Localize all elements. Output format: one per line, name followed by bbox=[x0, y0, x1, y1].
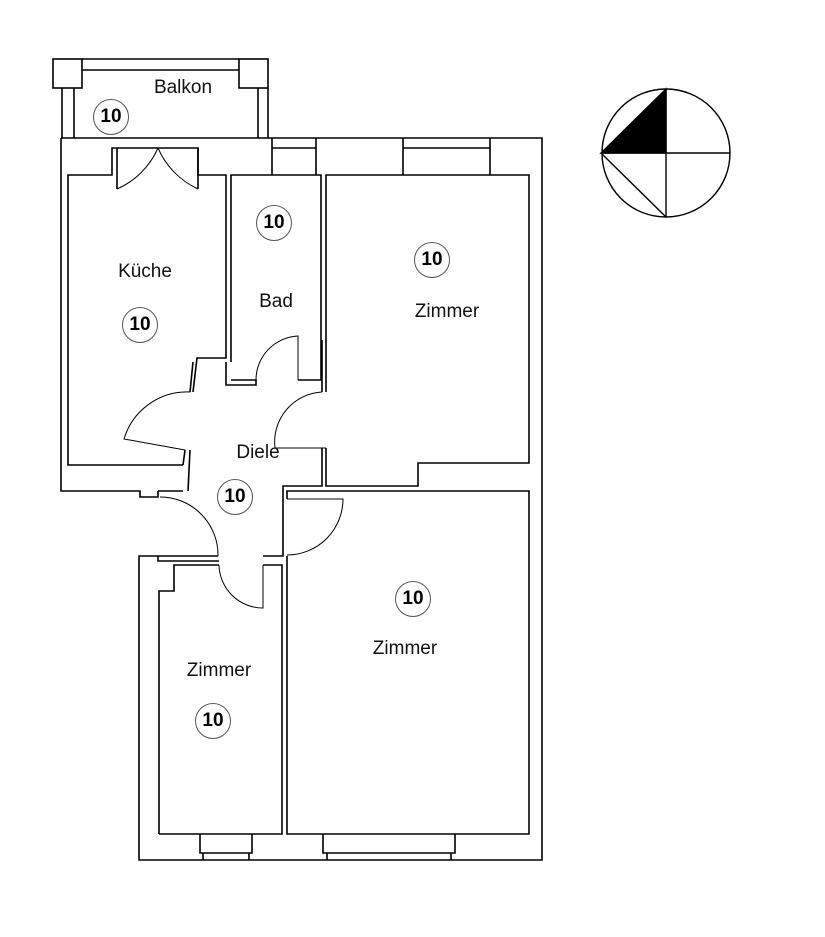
room-label-balkon: Balkon bbox=[153, 77, 213, 98]
room-sw-walls bbox=[157, 496, 283, 860]
kitchen-walls bbox=[67, 147, 227, 492]
room-label-zimmer-sw: Zimmer bbox=[186, 660, 252, 681]
room-tag-zimmer-sw: 10 bbox=[195, 703, 231, 739]
room-tag-balkon: 10 bbox=[93, 99, 129, 135]
room-tag-zimmer-se: 10 bbox=[395, 581, 431, 617]
room-tag-bad: 10 bbox=[256, 205, 292, 241]
room-tag-kueche: 10 bbox=[122, 307, 158, 343]
room-se-walls bbox=[263, 490, 530, 860]
room-ne-walls bbox=[274, 138, 530, 499]
bathroom-walls bbox=[225, 138, 322, 386]
room-label-zimmer-se: Zimmer bbox=[372, 638, 438, 659]
room-tag-diele: 10 bbox=[217, 479, 253, 515]
outer-walls bbox=[60, 137, 543, 861]
room-label-zimmer-ne: Zimmer bbox=[414, 301, 480, 322]
north-arrow-compass-icon bbox=[599, 87, 731, 218]
balcony-structure bbox=[52, 58, 269, 138]
room-label-diele: Diele bbox=[236, 442, 280, 463]
room-label-kueche: Küche bbox=[118, 261, 172, 282]
room-label-bad: Bad bbox=[259, 291, 293, 312]
room-tag-zimmer-ne: 10 bbox=[414, 242, 450, 278]
